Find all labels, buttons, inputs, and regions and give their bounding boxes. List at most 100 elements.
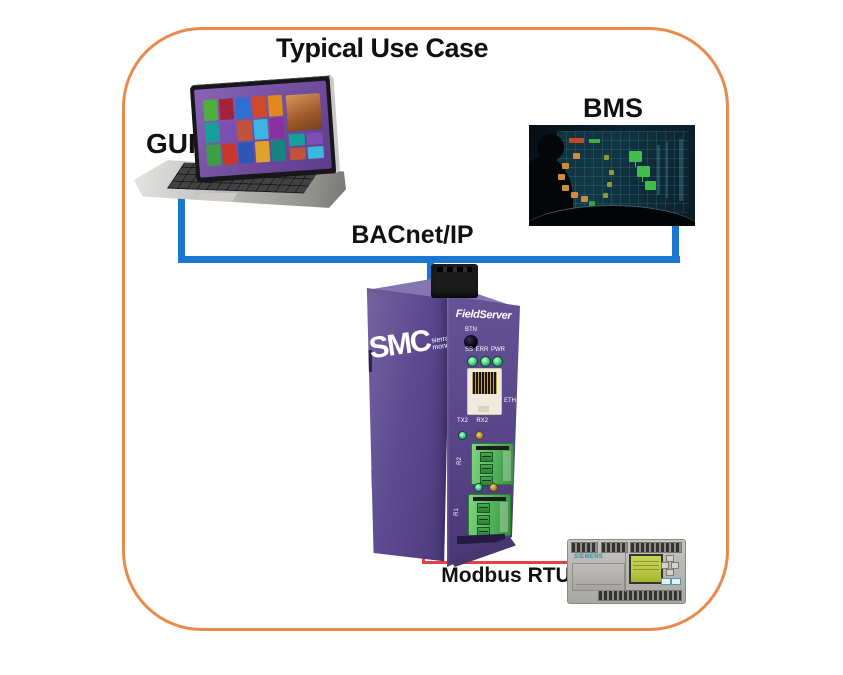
smc-logo-text: SMC (367, 324, 432, 366)
terminal-screw (477, 503, 490, 513)
err-led (479, 356, 491, 367)
ethernet-notch (478, 406, 489, 412)
led-label-err: ERR (475, 347, 489, 353)
serial-led-labels: TX2 RX2 (457, 418, 488, 424)
windows-start-tiles (202, 95, 287, 166)
modbus-line-horizontal (422, 561, 570, 564)
tx2-led (458, 431, 467, 440)
bms-orange-node-icon (571, 192, 578, 198)
terminal-cap (473, 497, 506, 501)
windows-tile (205, 144, 222, 166)
windows-tile (204, 122, 220, 144)
gateway-front-face: FieldServer BTN SS ERR PWR ETH TX2 RX2 R… (447, 295, 520, 567)
bms-data-column (657, 145, 660, 195)
rx2-label: RX2 (476, 418, 488, 424)
plc-module-divider (625, 552, 626, 592)
windows-tile (306, 132, 324, 146)
ethernet-pins (472, 372, 497, 394)
bms-olive-node-icon (603, 193, 608, 198)
pwr-led (492, 356, 503, 367)
button-label: BTN (465, 327, 477, 333)
plc-ok-button (671, 578, 681, 585)
fieldserver-logo: FieldServer (455, 308, 512, 322)
terminal-block-r2 (471, 443, 514, 486)
bacnet-line-left-vertical (178, 196, 185, 262)
windows-tile (269, 117, 285, 139)
plc-esc-button (661, 578, 671, 585)
plc-cover-door (572, 563, 625, 591)
windows-tile (288, 133, 306, 147)
status-leds (467, 356, 503, 367)
plc-terminal-rail (571, 542, 598, 553)
bms-green-node-icon (589, 201, 595, 207)
bms-data-column (666, 142, 668, 198)
siemens-logo: SIEMENS (574, 554, 604, 560)
bms-flow-link (635, 161, 636, 167)
led-label-ss: SS (465, 347, 474, 353)
windows-start-tiles-right (288, 132, 325, 161)
bms-image (529, 125, 695, 226)
modbus-plc-image: SIEMENS (567, 539, 686, 604)
plc-down-button (666, 569, 674, 576)
tx2-label: TX2 (457, 418, 469, 424)
windows-photo-tile (285, 93, 323, 131)
windows-tile (218, 98, 235, 120)
r2-label: R2 (456, 457, 463, 465)
terminal-cap (476, 446, 509, 450)
bacnet-line-right-vertical (672, 224, 679, 263)
terminal-screw (480, 476, 493, 486)
bms-status-bar-icon (569, 138, 584, 143)
windows-tile (307, 146, 325, 160)
plc-up-button (666, 555, 674, 562)
bms-orange-node-icon (558, 174, 565, 180)
bms-screen-panel (557, 131, 689, 213)
plc-terminal-rail (601, 542, 628, 553)
eth-label: ETH (504, 398, 516, 404)
bms-olive-node-icon (607, 182, 612, 187)
bms-green-node-icon (637, 166, 650, 177)
tx1-led (474, 483, 483, 492)
bms-console-edge (529, 205, 695, 226)
plc-left-button (661, 562, 669, 569)
windows-tile (289, 147, 307, 161)
bms-label: BMS (583, 93, 643, 123)
plc-right-button (671, 562, 679, 569)
bms-olive-node-icon (609, 170, 614, 175)
rx2-led (475, 431, 484, 440)
r1-label: R1 (453, 508, 460, 516)
bacnet-ip-label: BACnet/IP (351, 221, 474, 249)
windows-tile (220, 120, 237, 143)
reset-button (464, 335, 478, 349)
plc-terminal-rail (630, 542, 682, 553)
ethernet-port (467, 368, 502, 415)
bms-green-node-icon (645, 181, 656, 190)
laptop-lid-image (189, 75, 341, 183)
smc-sierra-monitor-logo: SMC sierra monitor (367, 324, 450, 366)
bms-orange-node-icon (562, 185, 569, 191)
rx1-led (489, 483, 498, 492)
bms-green-node-icon (629, 151, 642, 162)
led-label-pwr: PWR (491, 347, 505, 353)
gateway-side-face: SMC sierra monitor (366, 288, 450, 562)
windows-tile (254, 140, 271, 163)
din-clip (366, 350, 372, 372)
status-led-labels: SS ERR PWR (465, 347, 505, 353)
terminal-screw (480, 464, 493, 474)
windows-tile (267, 95, 284, 117)
windows-tile (222, 143, 238, 165)
bms-orange-node-icon (581, 196, 588, 202)
windows-tile (236, 119, 253, 142)
terminal-screw (477, 515, 490, 525)
bms-grid-overlay (557, 131, 689, 213)
ss-led (467, 356, 478, 367)
terminal-block-r1 (468, 494, 511, 537)
windows-tile (251, 96, 267, 118)
windows-tile (238, 142, 254, 164)
gui-label: GUI (146, 128, 196, 159)
windows-tile (270, 139, 287, 162)
bms-data-column (679, 139, 683, 201)
diagram-title: Typical Use Case (275, 33, 489, 63)
bms-olive-node-icon (604, 155, 609, 160)
plc-terminal-rail (598, 590, 682, 601)
